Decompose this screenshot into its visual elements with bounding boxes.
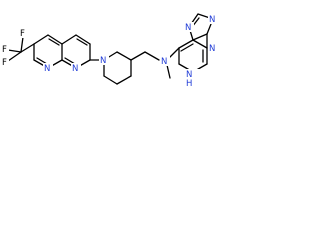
bond-ch2-2 <box>144 51 160 61</box>
atom-n-purine-7: N <box>185 23 191 33</box>
bond-pip-4 <box>116 75 132 85</box>
atom-f-top: F <box>20 29 25 39</box>
bond-pip-2 <box>116 51 132 61</box>
bond-ring-a-1 <box>33 34 49 45</box>
bond-ring-b-1 <box>61 34 77 45</box>
bond-cf3-f-bottom <box>7 51 22 62</box>
bond-ring-a-2 <box>47 34 63 45</box>
bond-pur5-6 <box>192 33 208 41</box>
bond-cf3-ring <box>20 43 35 53</box>
atom-h-purine: H <box>186 79 192 89</box>
bond-pip-5 <box>103 75 118 85</box>
atom-n-naphthyridine-1: N <box>44 64 50 74</box>
atom-n-purine-9: N <box>209 15 215 25</box>
bond-pur6-1 <box>178 39 194 49</box>
bond-n-methyl <box>166 64 171 79</box>
bond-ring-b-2-dbl <box>76 38 88 46</box>
bond-ring-b-2 <box>75 34 91 45</box>
bond-ring-a-2-dbl <box>48 38 60 46</box>
bond-cf3-f-top <box>20 36 24 53</box>
bond-cf3-f-left <box>7 49 22 53</box>
bond-pur6-2 <box>192 39 208 49</box>
atom-nh-purine: N <box>186 70 192 80</box>
bond-pur6-1-dbl <box>180 43 194 52</box>
atom-n-piperidine: N <box>100 56 106 66</box>
atom-f-bottom: F <box>2 58 7 68</box>
bond-ch2-1 <box>130 51 146 61</box>
atom-n-naphthyridine-2: N <box>72 64 78 74</box>
atom-n-methylamine: N <box>161 57 167 67</box>
atom-f-left: F <box>2 45 7 55</box>
atom-labels: F F F N N N N N N N N H <box>1 14 218 89</box>
atom-n-purine-3: N <box>209 44 215 54</box>
bonds <box>7 13 214 85</box>
molecule-diagram: F F F N N N N N N N N H <box>1 13 218 89</box>
